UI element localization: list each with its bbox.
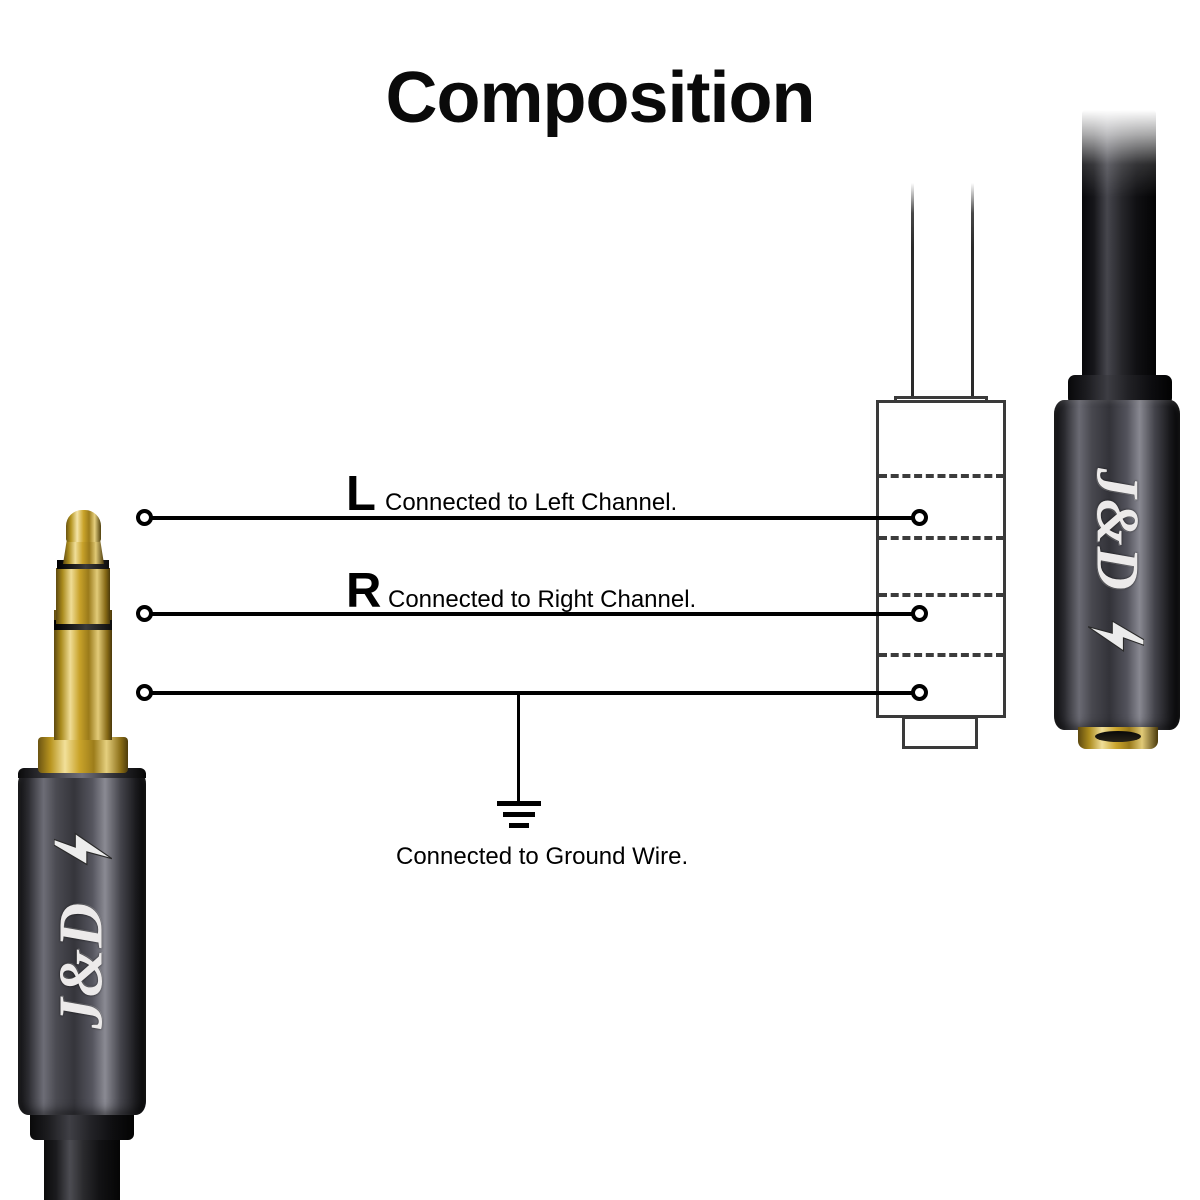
callout-right-channel-line xyxy=(150,612,920,616)
female-jack-opening xyxy=(1095,731,1141,742)
schematic-node-left xyxy=(911,509,928,526)
schematic-divider-3 xyxy=(879,593,1004,597)
tip-contact-node xyxy=(136,509,153,526)
male-sleeve-contact xyxy=(54,610,112,740)
ground-label: Connected to Ground Wire. xyxy=(396,843,689,870)
male-lightning-bolt-icon xyxy=(53,826,113,872)
male-insulator-ring-2 xyxy=(54,620,112,630)
ground-bar-2 xyxy=(503,812,535,817)
schematic-node-ground xyxy=(911,684,928,701)
callout-left-channel-line xyxy=(150,516,920,520)
schematic-wire-left xyxy=(911,183,914,398)
callout-ground-line xyxy=(150,691,920,695)
schematic-body xyxy=(876,400,1006,718)
male-tip-contact xyxy=(66,510,101,542)
schematic-divider-1 xyxy=(879,474,1004,478)
schematic-divider-2 xyxy=(879,536,1004,540)
male-barrel-rim xyxy=(18,768,146,778)
male-cable xyxy=(44,1128,120,1200)
male-logo-text: J&D xyxy=(47,902,116,1029)
female-barrel xyxy=(1054,400,1180,730)
ground-bar-1 xyxy=(497,801,541,806)
page-title: Composition xyxy=(385,58,816,138)
left-channel-label: Connected to Left Channel. xyxy=(385,489,678,516)
schematic-wire-right xyxy=(971,183,974,398)
schematic-node-right xyxy=(911,605,928,622)
right-channel-label: Connected to Right Channel. xyxy=(388,586,697,613)
left-channel-letter: L xyxy=(346,467,376,521)
male-barrel xyxy=(18,770,146,1115)
male-tip-taper xyxy=(63,538,104,564)
female-logo-text: J&D xyxy=(1084,468,1151,591)
schematic-bottom-cap xyxy=(902,716,978,749)
male-ring-contact xyxy=(56,568,110,624)
ground-bar-3 xyxy=(509,823,529,828)
ground-stem xyxy=(517,693,520,801)
ring-contact-node xyxy=(136,605,153,622)
sleeve-contact-node xyxy=(136,684,153,701)
female-lightning-bolt-icon xyxy=(1087,614,1145,658)
male-insulator-ring-1 xyxy=(57,560,109,569)
female-cable xyxy=(1082,110,1156,382)
male-gold-flange xyxy=(38,737,128,773)
right-channel-letter: R xyxy=(346,564,382,618)
schematic-divider-4 xyxy=(879,653,1004,657)
